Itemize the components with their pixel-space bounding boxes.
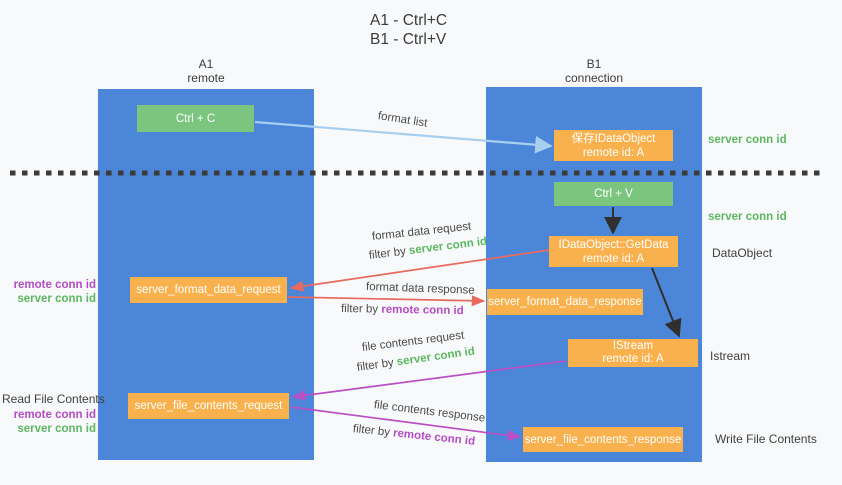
node-istream-line1: IStream [612, 340, 654, 352]
node-istream-line2: remote id: A [602, 353, 664, 365]
server-conn-id-text: server conn id [408, 235, 488, 258]
left-label-remote-conn-id-bottom: remote conn id [13, 409, 96, 421]
node-save-idataobject: 保存IDataObject remote id: A [554, 130, 673, 161]
flow-label-filter-by-remote-conn-id-2: filter by remote conn id [352, 423, 475, 448]
right-label-dataobject: DataObject [712, 246, 773, 260]
left-label-read-file-contents: Read File Contents [2, 392, 105, 406]
node-idataobject-getdata: IDataObject::GetData remote id: A [549, 236, 678, 267]
node-ctrl-v: Ctrl + V [554, 182, 673, 206]
node-server-file-contents-response: server_file_contents_response [523, 427, 683, 452]
left-label-remote-conn-id-top: remote conn id [13, 279, 96, 291]
node-server-file-contents-request: server_file_contents_request [128, 393, 289, 419]
lane-b1-role: connection [564, 71, 624, 85]
node-file-request-label: server_file_contents_request [134, 400, 283, 412]
lane-header-b1: B1 connection [486, 57, 702, 85]
lane-b1-name: B1 [586, 57, 602, 71]
right-label-server-conn-id-mid: server conn id [708, 211, 787, 223]
format-data-response-arrow [287, 295, 486, 307]
node-getdata-line1: IDataObject::GetData [558, 238, 669, 251]
title-line-2: B1 - Ctrl+V [370, 31, 447, 48]
remote-conn-id-text: remote conn id [381, 303, 464, 318]
right-label-istream: Istream [710, 349, 751, 363]
left-label-server-conn-id-top: server conn id [17, 293, 96, 305]
right-label-server-conn-id-top: server conn id [708, 134, 787, 146]
node-save-idataobject-line1: 保存IDataObject [571, 132, 656, 145]
left-label-server-conn-id-bottom: server conn id [17, 423, 96, 435]
node-getdata-line2: remote id: A [582, 252, 645, 265]
server-conn-id-text: server conn id [396, 345, 476, 369]
node-file-response-label: server_file_contents_response [524, 433, 682, 446]
remote-conn-id-text: remote conn id [392, 427, 476, 448]
lane-header-a1: A1 remote [98, 57, 314, 85]
lane-a1-role: remote [187, 71, 225, 85]
node-server-format-data-request: server_format_data_request [130, 277, 287, 303]
node-save-idataobject-line2: remote id: A [582, 146, 645, 159]
filter-by-text: filter by [356, 356, 395, 374]
node-ctrl-c: Ctrl + C [137, 105, 254, 132]
node-server-format-data-response: server_format_data_response [487, 289, 643, 315]
node-istream: IStream remote id: A [568, 339, 698, 367]
flow-label-format-list: format list [377, 110, 429, 130]
title-line-1: A1 - Ctrl+C [370, 12, 448, 29]
flow-label-format-data-response: format data response [365, 281, 475, 297]
node-format-request-label: server_format_data_request [136, 284, 281, 296]
filter-by-text: filter by [352, 423, 391, 439]
node-format-response-label: server_format_data_response [488, 296, 642, 308]
filter-by-text: filter by [340, 303, 379, 316]
flow-label-filter-by-remote-conn-id-1: filter by remote conn id [341, 303, 464, 317]
filter-by-text: filter by [368, 245, 407, 262]
flow-label-file-contents-response: file contents response [373, 399, 486, 425]
node-ctrl-v-label: Ctrl + V [594, 188, 633, 200]
lane-a1-name: A1 [198, 57, 214, 71]
node-ctrl-c-label: Ctrl + C [175, 112, 216, 125]
right-label-write-file-contents: Write File Contents [715, 432, 817, 446]
diagram-title: A1 - Ctrl+C B1 - Ctrl+V [370, 11, 447, 49]
